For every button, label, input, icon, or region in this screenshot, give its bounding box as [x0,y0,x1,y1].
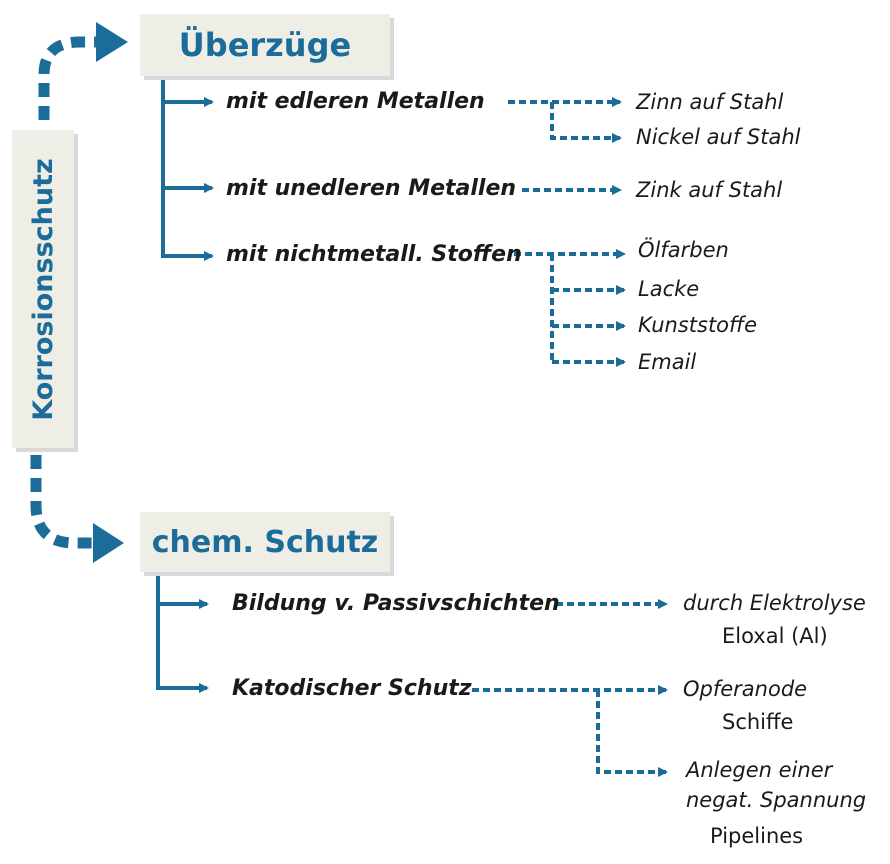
katodisch-line-2 [596,690,668,777]
node-unedlere-metalle: mit unedleren Metallen [226,176,517,201]
node-edlere-metalle: mit edleren Metallen [226,89,485,114]
leaf-lacke: Lacke [638,277,700,301]
leaf-zinn-auf-stahl: Zinn auf Stahl [636,90,784,114]
node-passivschichten: Bildung v. Passivschichten [232,591,560,616]
edler-line-2 [550,102,622,143]
example-eloxal: Eloxal (Al) [722,624,828,648]
root-to-top-arrow [38,36,100,120]
root-label: Korrosionsschutz [27,157,59,421]
leaf-kunststoffe: Kunststoffe [638,313,758,337]
branch-label-chem-schutz: chem. Schutz [151,524,379,560]
branch-label-ueberzuege: Überzüge [178,26,352,64]
node-nichtmetall-stoffe: mit nichtmetall. Stoffen [226,242,522,267]
leaf-durch-elektrolyse: durch Elektrolyse [683,591,866,615]
branch-box-chem-schutz: chem. Schutz [140,512,390,572]
leaf-opferanode: Opferanode [683,677,808,701]
example-schiffe: Schiffe [722,710,794,734]
root-to-bottom-arrow [30,455,96,549]
branch-box-ueberzuege: Überzüge [140,14,390,76]
leaf-zink-auf-stahl: Zink auf Stahl [636,178,783,202]
root-box: Korrosionsschutz [12,130,74,448]
leaf-email: Email [638,350,697,374]
leaf-anlegen-spannung-line1: Anlegen einer [686,758,833,782]
node-katodischer-schutz: Katodischer Schutz [232,676,472,701]
root-to-bottom-arrowhead [93,523,124,563]
leaf-anlegen-spannung-line2: negat. Spannung [686,788,867,812]
example-pipelines: Pipelines [710,824,804,848]
leaf-nickel-auf-stahl: Nickel auf Stahl [636,125,801,149]
root-to-top-arrowhead [96,22,128,62]
leaf-oelfarben: Ölfarben [638,238,729,262]
